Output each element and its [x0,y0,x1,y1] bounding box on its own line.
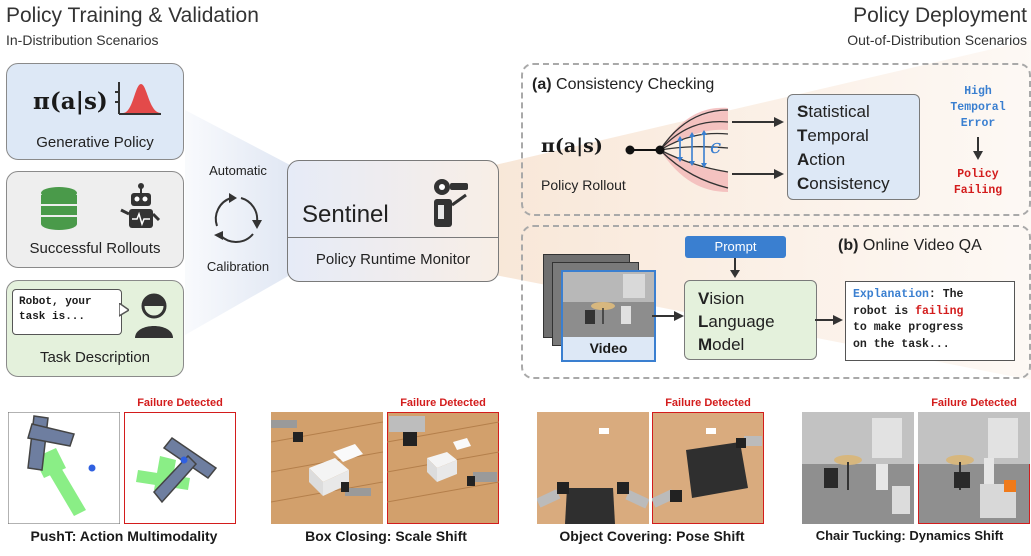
robot-icon [120,183,161,228]
sentinel-divider [288,237,498,238]
calibration-top-label: Automatic [209,163,267,178]
stac-box: Statistical Temporal Action Consistency [787,94,920,200]
task-description-card: Robot, your task is... Task Description [6,280,184,377]
high-temporal-error-text: High Temporal Error [950,85,1006,130]
sentinel-title: Sentinel [302,201,389,228]
pusht-failure-image [124,412,236,524]
chair-tucking-failure-image [918,412,1030,524]
task-caption-object-covering: Object Covering: Pose Shift [559,528,745,544]
consistency-checking-panel [521,63,1031,216]
task-caption-box-closing: Box Closing: Scale Shift [305,528,467,544]
prompt-to-vlm-arrow [730,258,740,278]
generative-policy-card: π(a|s) Generative Policy [6,63,184,160]
sentinel-subtitle: Policy Runtime Monitor [315,251,471,268]
vlm-line-model: Model [698,335,745,354]
stac-line-statistical: Statistical [797,102,870,121]
vlm-line-vision: Vision [698,289,745,308]
error-to-failing-arrow [973,137,983,160]
successful-rollouts-card: Successful Rollouts [6,171,184,268]
failure-detected-label-1: Failure Detected [137,397,223,409]
speech-bubble-tail [119,303,129,317]
policy-failing-text: Policy Failing [953,168,1003,197]
calibration-bottom-label: Calibration [206,259,270,274]
generative-policy-label: Generative Policy [36,134,154,151]
sentinel-box: Sentinel Policy Runtime Monitor [287,160,499,282]
object-covering-failure-image [652,412,764,524]
distribution-icon [115,82,161,115]
box-closing-failure-image [387,412,499,524]
sentinel-robot-icon [434,179,468,227]
video-qa-tag: (b) [838,237,859,254]
video-qa-title: Online Video QA [862,237,982,254]
stac-line-temporal: Temporal [797,126,869,145]
right-header-title: Policy Deployment [853,4,1027,27]
prompt-box: Prompt [685,236,786,258]
stac-line-action: Action [797,150,846,169]
failing-word: failing [915,304,964,318]
failure-detected-label-3: Failure Detected [665,397,751,409]
epsilon-symbol: ϵ [710,134,722,158]
object-covering-nominal-image [537,412,649,524]
vlm-to-explanation-arrow [815,315,843,325]
policy-rollout-label: Policy Rollout [541,177,626,193]
rollout-formula: π(a|s) [541,135,603,157]
left-header-subtitle: In-Distribution Scenarios [6,32,159,48]
video-qa-heading: (b) Online Video QA [838,237,982,255]
rollout-to-stac-arrows [732,117,784,179]
person-icon [135,293,173,338]
policy-formula: π(a|s) [33,88,108,115]
video-label: Video [563,337,654,360]
box-closing-nominal-image [271,412,383,524]
stac-line-consistency: Consistency [797,174,890,193]
video-frame: Video [561,270,656,362]
task-caption-pusht: PushT: Action Multimodality [30,528,218,544]
rollout-fan-diagram [625,107,729,192]
task-description-label: Task Description [39,349,151,366]
speech-bubble: Robot, your task is... [12,289,122,335]
database-icon [41,187,77,230]
consistency-heading: (a) Consistency Checking [532,76,714,94]
vlm-line-language: Language [698,312,775,331]
vlm-box: Vision Language Model [684,280,817,360]
pusht-nominal-image [8,412,120,524]
explanation-label: Explanation [853,288,929,301]
video-to-vlm-arrow [652,311,684,321]
speech-text: Robot, your task is... [19,296,92,323]
consistency-tag: (a) [532,76,552,93]
chair-tucking-nominal-image [802,412,914,524]
failure-detected-label-2: Failure Detected [400,397,486,409]
task-caption-chair-tucking: Chair Tucking: Dynamics Shift [815,528,1004,543]
failure-detected-label-4: Failure Detected [931,397,1017,409]
cycle-arrows-icon [214,193,262,243]
right-header-subtitle: Out-of-Distribution Scenarios [847,32,1027,48]
left-header-title: Policy Training & Validation [6,4,259,27]
video-scene-image [563,272,654,337]
explanation-box: Explanation: The robot is failing to mak… [845,281,1015,361]
consistency-title: Consistency Checking [556,76,715,93]
successful-rollouts-label: Successful Rollouts [29,240,161,257]
video-qa-panel [521,225,1031,379]
